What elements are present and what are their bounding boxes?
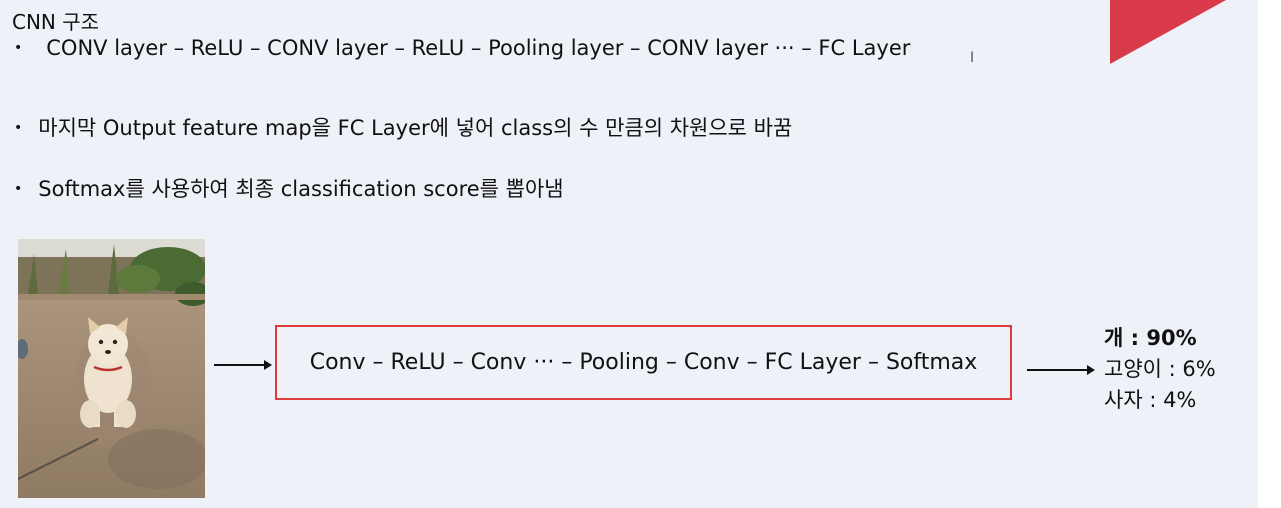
dog-photo — [18, 239, 205, 498]
right-edge-strip — [1258, 0, 1281, 508]
text-cursor-icon: I — [970, 50, 975, 66]
bullet-text-3: Softmax를 사용하여 최종 classification score를 뽑… — [38, 177, 564, 201]
arrow-pipeline-to-results — [1027, 365, 1095, 375]
result-dog: 개 : 90% — [1104, 326, 1197, 350]
pipeline-box: Conv – ReLU – Conv ··· – Pooling – Conv … — [275, 325, 1012, 400]
result-cat: 고양이 : 6% — [1104, 357, 1216, 381]
bullet-dot: • — [14, 181, 23, 197]
bullet-item-3: • Softmax를 사용하여 최종 classification score를… — [14, 173, 564, 203]
bullet-item-1: • CONV layer – ReLU – CONV layer – ReLU … — [14, 36, 910, 60]
slide-title: CNN 구조 — [12, 10, 100, 34]
arrow-photo-to-pipeline — [214, 360, 272, 370]
result-lion: 사자 : 4% — [1104, 388, 1197, 412]
corner-accent-triangle — [1110, 0, 1226, 64]
bullet-dot: • — [14, 120, 23, 136]
bullet-text-2: 마지막 Output feature map을 FC Layer에 넣어 cla… — [38, 116, 793, 140]
bullet-item-2: • 마지막 Output feature map을 FC Layer에 넣어 c… — [14, 112, 792, 142]
bullet-dot: • — [14, 40, 23, 56]
pipeline-label: Conv – ReLU – Conv ··· – Pooling – Conv … — [309, 350, 978, 375]
bullet-text-1: CONV layer – ReLU – CONV layer – ReLU – … — [46, 36, 911, 60]
